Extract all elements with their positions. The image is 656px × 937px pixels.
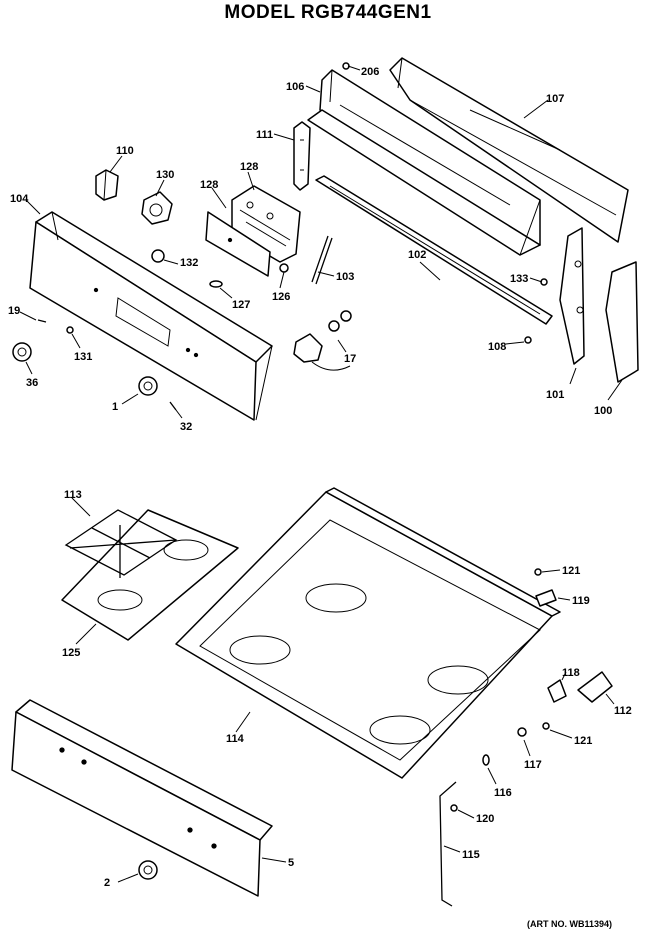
callout-111: 111 [256, 129, 273, 141]
callout-103: 103 [336, 271, 354, 283]
callout-2: 2 [104, 877, 110, 889]
callout-130: 130 [156, 169, 174, 181]
callout-110: 110 [116, 145, 134, 157]
part-timer [141, 191, 173, 225]
callout-128-lower: 128 [200, 179, 218, 191]
page-title: MODEL RGB744GEN1 [224, 2, 432, 23]
part-knob-bottom [138, 860, 158, 880]
callout-100: 100 [594, 405, 612, 417]
part-module [95, 169, 119, 201]
callout-108: 108 [488, 341, 506, 353]
part-drip-pans [61, 509, 239, 641]
callout-112: 112 [614, 705, 632, 717]
part-right-hardware [439, 568, 613, 907]
callout-106: 106 [286, 81, 304, 93]
callout-102: 102 [408, 249, 426, 261]
callout-132: 132 [180, 257, 198, 269]
callout-113: 113 [64, 489, 82, 501]
callout-117: 117 [524, 759, 542, 771]
callout-115: 115 [462, 849, 480, 861]
callout-133: 133 [510, 273, 528, 285]
callout-107: 107 [546, 93, 564, 105]
part-control-panel [29, 211, 273, 421]
art-number: (ART NO. WB11394) [526, 919, 612, 929]
callout-121-upper: 121 [562, 565, 580, 577]
callout-126: 126 [272, 291, 290, 303]
part-trim-strip [315, 175, 553, 325]
callout-104: 104 [10, 193, 29, 205]
part-cooktop [175, 487, 561, 779]
callout-206: 206 [361, 66, 379, 78]
part-backsplash-frame [307, 69, 541, 256]
callout-101: 101 [546, 389, 564, 401]
callout-120: 120 [476, 813, 494, 825]
callout-119: 119 [572, 595, 590, 607]
callout-125: 125 [62, 647, 80, 659]
callout-labels: 206 106 107 111 110 130 128 128 104 132 … [8, 66, 632, 889]
part-small-fasteners [12, 62, 548, 411]
part-top-cover [389, 57, 629, 243]
callout-128-upper: 128 [240, 161, 258, 173]
callout-131: 131 [74, 351, 92, 363]
part-side-bracket-left [293, 121, 311, 191]
part-switch [293, 310, 352, 371]
callout-5: 5 [288, 857, 294, 869]
callout-121-lower: 121 [574, 735, 592, 747]
callout-118: 118 [562, 667, 580, 679]
part-end-brackets [559, 227, 639, 383]
part-rod [311, 235, 333, 285]
part-grate [64, 509, 178, 578]
part-overlay-panel [205, 211, 271, 277]
callout-36: 36 [26, 377, 38, 389]
callout-114: 114 [226, 733, 245, 745]
part-front-panel [11, 699, 273, 897]
callout-1: 1 [112, 401, 118, 413]
callout-19: 19 [8, 305, 20, 317]
leader-lines [19, 65, 623, 883]
callout-32: 32 [180, 421, 192, 433]
callout-116: 116 [494, 787, 512, 799]
callout-127: 127 [232, 299, 250, 311]
callout-17: 17 [344, 353, 356, 365]
